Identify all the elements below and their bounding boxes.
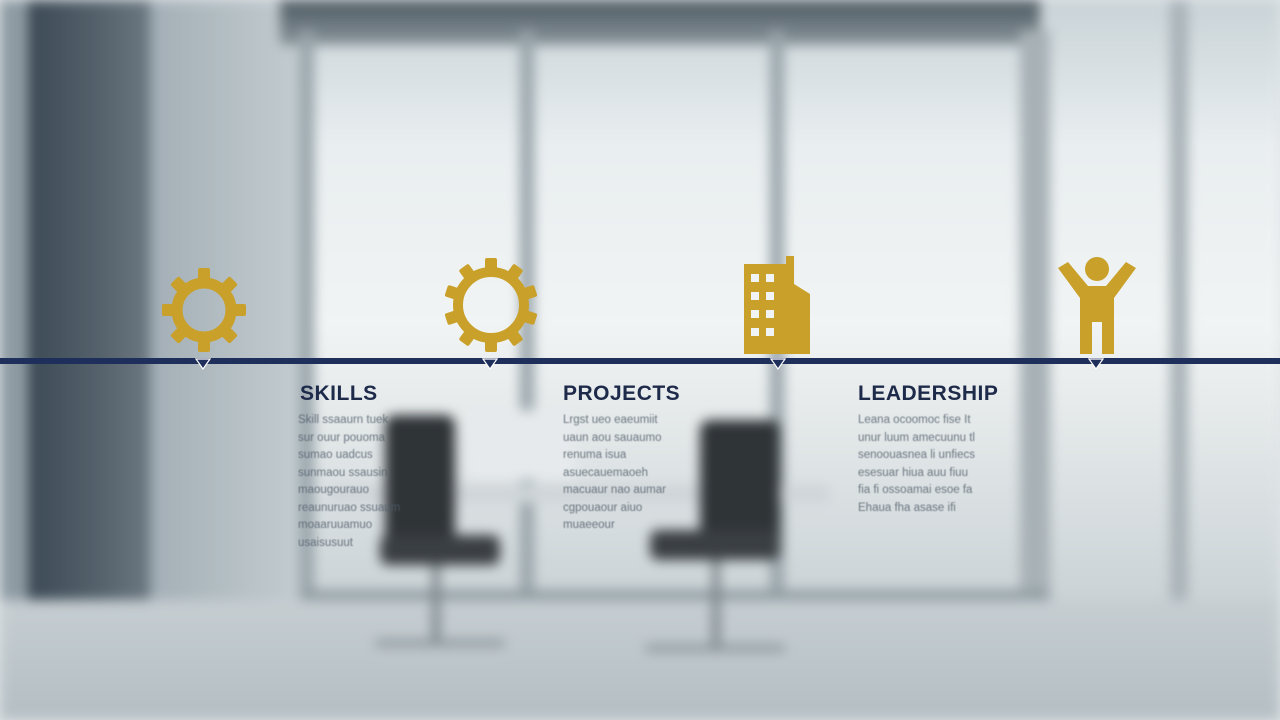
timeline-node: [195, 357, 211, 373]
chair-seat: [380, 535, 500, 565]
window-sill: [300, 590, 1050, 600]
office-chair: [700, 420, 780, 550]
chair-leg: [432, 565, 440, 645]
milestone-title-projects: PROJECTS: [563, 382, 681, 405]
floor: [0, 600, 1280, 720]
building-icon: [742, 254, 814, 356]
milestone-title-leadership: LEADERSHIP: [858, 382, 999, 405]
milestone-body-skills: Skill ssaaurn tuek sur ouur pouoma sumao…: [298, 414, 401, 549]
gear-icon: [160, 266, 248, 354]
office-chair: [385, 415, 455, 555]
milestone-title-skills: SKILLS: [300, 382, 378, 405]
chair-seat: [650, 530, 780, 560]
timeline-node: [770, 357, 786, 373]
timeline-node: [482, 357, 498, 373]
ceiling-beam: [280, 0, 1040, 45]
window-frame: [300, 30, 314, 610]
milestone-body-leadership: Leana ocoomoc fise It unur luum amecuunu…: [858, 414, 975, 514]
person-arms-raised-icon: [1054, 254, 1140, 354]
timeline-node: [1088, 357, 1104, 373]
gear-icon: [442, 256, 540, 354]
monitor: [465, 410, 575, 480]
chair-leg: [712, 560, 720, 650]
milestone-body-projects: Lrgst ueo eaeumiit uaun aou sauaumo renu…: [563, 414, 666, 531]
chair-base: [375, 640, 505, 646]
timeline-line: [0, 358, 1280, 364]
chair-base: [645, 645, 785, 651]
window-frame: [1020, 30, 1050, 610]
